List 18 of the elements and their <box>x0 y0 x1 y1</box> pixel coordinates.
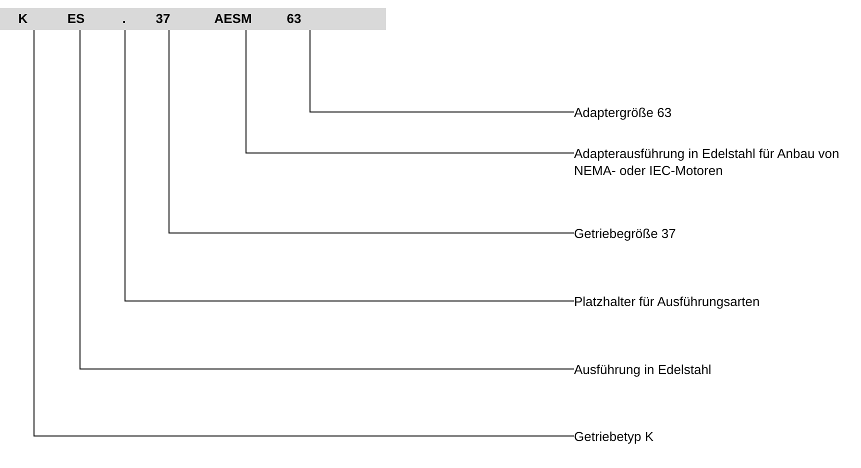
leader-line <box>124 30 574 302</box>
type-code-part: ES <box>58 8 94 30</box>
leader-line <box>246 30 574 154</box>
description-text: Adaptergröße 63 <box>574 104 859 121</box>
type-code-part: . <box>118 8 130 30</box>
leader-line <box>310 30 574 112</box>
type-code-part: AESM <box>206 8 260 30</box>
description-text: Ausführung in Edelstahl <box>574 361 859 378</box>
description-text: Getriebetyp K <box>574 428 859 445</box>
leader-line <box>34 30 574 436</box>
description-text: Platzhalter für Ausführungsarten <box>574 293 859 310</box>
description-text: Adapterausführung in Edelstahl für Anbau von NEMA- oder IEC-Motoren <box>574 145 859 179</box>
type-code-part: K <box>12 8 34 30</box>
description-text: Getriebegröße 37 <box>574 225 859 242</box>
type-code-part: 37 <box>148 8 178 30</box>
leader-line <box>168 30 574 234</box>
type-code-part: 63 <box>279 8 309 30</box>
leader-line <box>80 30 574 370</box>
